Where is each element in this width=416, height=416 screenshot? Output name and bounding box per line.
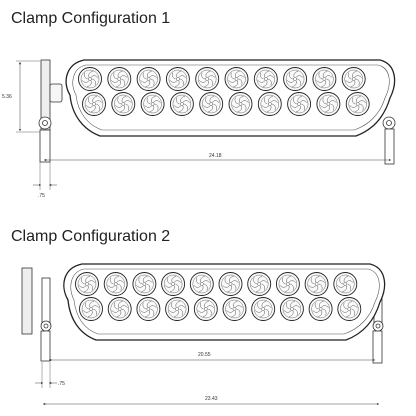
led-lens bbox=[199, 92, 224, 116]
led-lens bbox=[132, 272, 157, 296]
led-lens bbox=[103, 272, 128, 296]
led-lens bbox=[337, 297, 362, 321]
led-lens bbox=[165, 297, 190, 321]
config1-title: Clamp Configuration 1 bbox=[11, 10, 171, 27]
led-lens bbox=[279, 297, 304, 321]
led-lens bbox=[224, 67, 249, 91]
config2-inner-label: 20.55 bbox=[198, 352, 211, 358]
config1-offset-dimension: .75 bbox=[33, 162, 57, 199]
config2-title: Clamp Configuration 2 bbox=[11, 228, 171, 245]
led-lens bbox=[275, 272, 300, 296]
led-lens bbox=[169, 92, 194, 116]
config2-inner-dimension: 20.55 bbox=[48, 352, 376, 362]
led-lens bbox=[140, 92, 165, 116]
led-lens bbox=[333, 272, 358, 296]
led-lens bbox=[189, 272, 214, 296]
led-lens bbox=[193, 297, 218, 321]
led-lens bbox=[257, 92, 282, 116]
led-lens bbox=[136, 67, 161, 91]
config2-length-dimension: 23.43 bbox=[42, 396, 380, 406]
led-lens bbox=[287, 92, 312, 116]
led-lens bbox=[75, 272, 99, 296]
led-lens bbox=[218, 272, 243, 296]
config1-length-dimension: 24.18 bbox=[43, 153, 392, 162]
config2-offset-label: .75 bbox=[58, 381, 65, 387]
led-lens bbox=[222, 297, 247, 321]
led-lens bbox=[195, 67, 220, 91]
led-lens bbox=[251, 297, 276, 321]
config1-housing-inner bbox=[72, 64, 390, 131]
config1-length-label: 24.18 bbox=[209, 153, 222, 159]
led-lens bbox=[341, 67, 366, 91]
led-lens bbox=[283, 67, 308, 91]
led-lens bbox=[228, 92, 253, 116]
led-lens bbox=[308, 297, 333, 321]
config2-offset-dimension: .75 bbox=[35, 362, 65, 388]
led-lens bbox=[82, 92, 106, 116]
led-lens bbox=[161, 272, 186, 296]
config2-housing-inner bbox=[70, 268, 380, 335]
config1-height-dimension: 5.36 bbox=[2, 60, 40, 133]
led-lens bbox=[304, 272, 329, 296]
led-lens bbox=[107, 67, 132, 91]
led-lens bbox=[345, 92, 370, 116]
led-lens bbox=[253, 67, 278, 91]
config2-left-bracket bbox=[21, 267, 52, 362]
config2-length-label: 23.43 bbox=[205, 396, 218, 402]
led-lens bbox=[107, 297, 132, 321]
led-lens bbox=[79, 297, 103, 321]
config1-offset-label: .75 bbox=[38, 193, 45, 199]
led-lens bbox=[312, 67, 337, 91]
led-lens bbox=[78, 67, 102, 91]
led-lens bbox=[136, 297, 161, 321]
config1-led-array bbox=[78, 67, 370, 116]
config1-left-bracket bbox=[38, 59, 63, 163]
led-lens bbox=[111, 92, 136, 116]
config1-height-label: 5.36 bbox=[2, 94, 12, 100]
config2-drawing: 20.55 .75 23.43 bbox=[21, 263, 386, 406]
led-lens bbox=[165, 67, 190, 91]
led-lens bbox=[247, 272, 272, 296]
config2-led-array bbox=[75, 272, 362, 321]
config1-drawing: 5.36 24.18 .75 bbox=[2, 59, 396, 199]
led-lens bbox=[316, 92, 341, 116]
